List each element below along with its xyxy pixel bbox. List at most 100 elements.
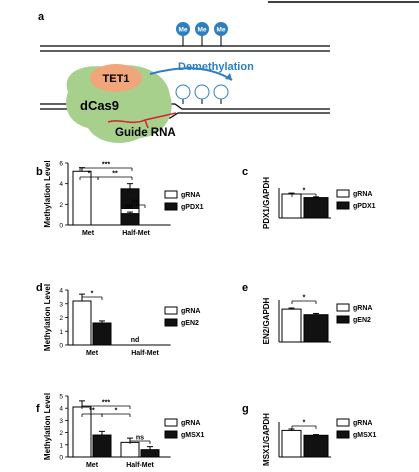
nd-label: nd [131, 337, 140, 344]
legend-swatch-gPDX1 [164, 202, 178, 211]
legend-swatch-gMSX1 [164, 430, 178, 439]
significance-label: ** [112, 171, 118, 178]
significance-label: * [303, 420, 306, 427]
bar-gRNA [72, 170, 92, 226]
legend-swatch-gEN2 [336, 315, 350, 324]
y-tick-label: 1 [59, 442, 63, 449]
y-axis-label: MSX1/GAPDH [262, 413, 271, 466]
significance-label: ** [89, 408, 95, 415]
methyl-group-3: Me [214, 22, 228, 46]
legend-label-gPDX1: gPDX1 [353, 203, 376, 210]
bar-gMSX1 [92, 434, 112, 458]
schematic-panel: a Me Me Me dCas9 TET1 [38, 11, 330, 143]
bar-gEN2 [92, 322, 112, 346]
y-axis-label: Methylation Level [43, 160, 52, 227]
y-axis-label: PDX1/GAPDH [262, 177, 271, 229]
unmethyl-circle [194, 84, 210, 100]
y-tick-label: 5 [59, 394, 63, 401]
bar-gEN2 [303, 314, 329, 343]
y-tick-label: 4 [59, 288, 63, 295]
y-tick-label: 3 [59, 301, 63, 308]
legend-swatch-gRNA [336, 303, 350, 312]
tet1-protein [90, 64, 142, 92]
bar-gPDX1 [120, 213, 140, 226]
significance-label: *** [102, 400, 110, 407]
demethylation-arrowhead [225, 73, 232, 80]
category-label: Half-Met [126, 462, 154, 469]
panel-letter-f: f [36, 403, 40, 415]
panel-letter-b: b [36, 166, 43, 178]
significance-label: ns [131, 199, 139, 206]
methyl-circle [195, 22, 209, 36]
legend-label-gMSX1: gMSX1 [353, 432, 376, 439]
bar-gMSX1 [303, 434, 329, 458]
dcas9-protein [66, 65, 172, 143]
legend-label-gRNA: gRNA [181, 192, 200, 199]
methyl-circle [176, 22, 190, 36]
demethylation-arrow [149, 67, 233, 81]
bar-gPDX1 [303, 197, 329, 219]
bar-gRNA [72, 300, 92, 346]
y-tick-label: 6 [59, 161, 63, 168]
category-label: Met [82, 230, 95, 237]
y-tick-label: 0 [59, 455, 63, 462]
category-label: Met [86, 350, 99, 357]
bar-gRNA [281, 308, 302, 343]
legend-swatch-gRNA [336, 189, 350, 198]
bar-gRNA [120, 441, 140, 458]
significance-label: * [91, 291, 94, 298]
dcas9-label: dCas9 [80, 98, 119, 113]
guide-rna-label: Guide RNA [115, 127, 176, 139]
unmethyl-circle [175, 84, 191, 100]
y-axis-label: Methylation Level [43, 284, 52, 351]
panel-letter-c: c [242, 166, 248, 178]
tet1-label: TET1 [103, 73, 130, 85]
legend-label-gRNA: gRNA [181, 420, 200, 427]
y-tick-label: 2 [59, 202, 63, 209]
legend-swatch-gEN2 [164, 318, 178, 327]
dna-bottom-right-2 [150, 112, 330, 119]
legend-label-gRNA: gRNA [353, 420, 372, 427]
y-tick-label: 4 [59, 406, 63, 413]
panel-letter-d: d [36, 282, 43, 294]
methyl-tag: Me [178, 27, 187, 34]
y-tick-label: 0 [59, 223, 63, 230]
legend-label-gRNA: gRNA [181, 308, 200, 315]
significance-label: *** [102, 162, 110, 169]
legend-label-gMSX1: gMSX1 [181, 432, 204, 439]
significance-label: * [303, 295, 306, 302]
legend-label-gRNA: gRNA [353, 305, 372, 312]
methyl-group-1: Me [176, 22, 190, 46]
bar-gMSX1 [140, 449, 160, 458]
legend-swatch-gRNA [164, 190, 178, 199]
y-axis-label: Methylation Level [43, 393, 52, 460]
legend-label-gRNA: gRNA [353, 191, 372, 198]
legend-label-gEN2: gEN2 [353, 317, 371, 324]
y-tick-label: 2 [59, 315, 63, 322]
unmethyl-circle [213, 84, 229, 100]
y-axis-label: EN2/GAPDH [262, 297, 271, 344]
bar-gRNA [281, 193, 302, 219]
legend-swatch-gRNA [164, 418, 178, 427]
y-tick-label: 0 [59, 343, 63, 350]
legend-swatch-gRNA [164, 306, 178, 315]
dna-bottom-right-1 [165, 103, 330, 110]
category-label: Half-Met [122, 230, 150, 237]
y-tick-label: 1 [59, 329, 63, 336]
y-tick-label: 3 [59, 418, 63, 425]
y-tick-label: 2 [59, 430, 63, 437]
methyl-group-2: Me [195, 22, 209, 46]
category-label: Met [86, 462, 99, 469]
bar-gRNA [281, 429, 302, 458]
category-label: Half-Met [131, 350, 159, 357]
guide-rna-stem [144, 119, 149, 129]
methyl-circle [214, 22, 228, 36]
